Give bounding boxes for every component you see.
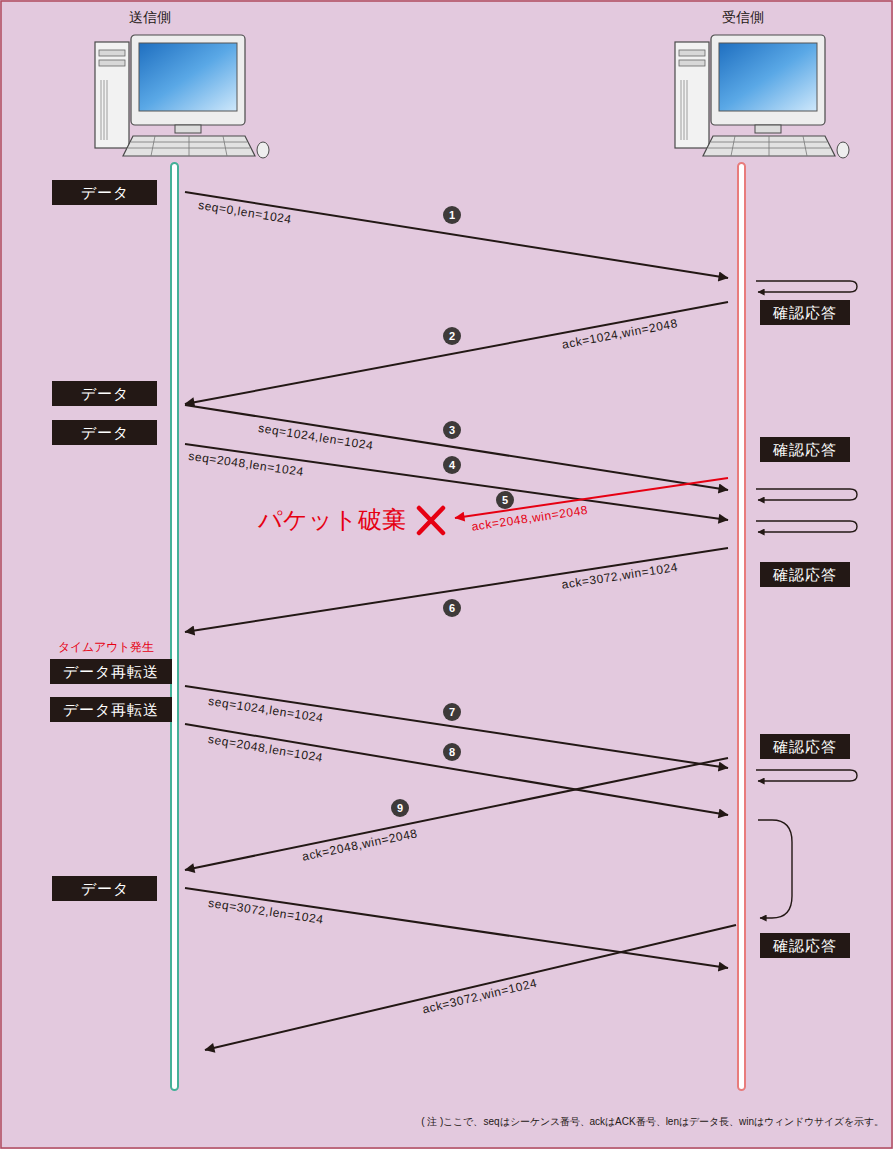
callout-number: 6 — [443, 599, 461, 617]
segment-arrow — [185, 192, 728, 278]
step-text: 確認応答 — [773, 441, 837, 458]
step-box: 確認応答 — [760, 300, 850, 325]
callout-number: 4 — [443, 456, 461, 474]
callout-number: 7 — [443, 703, 461, 721]
step-box: データ再転送 — [50, 697, 172, 722]
actor-label: 受信側 — [722, 9, 764, 27]
step-box: データ再転送 — [50, 659, 172, 684]
callout-number: 2 — [443, 327, 461, 345]
drop-label: パケット破棄 — [258, 505, 406, 535]
ack-arrow — [185, 548, 728, 632]
step-text: 確認応答 — [773, 304, 837, 321]
step-box: 確認応答 — [760, 933, 850, 958]
actor-label: 送信側 — [129, 9, 171, 27]
ack-arrow — [185, 758, 728, 870]
callout-number: 5 — [496, 491, 514, 509]
step-text: 確認応答 — [773, 566, 837, 583]
receiver-computer — [675, 35, 849, 158]
step-text: データ — [81, 385, 129, 402]
process-loop — [756, 489, 857, 500]
segment-arrow — [185, 724, 728, 815]
callout-number: 1 — [443, 206, 461, 224]
step-text: データ — [81, 880, 129, 897]
step-text: データ再転送 — [63, 701, 159, 718]
process-loop — [756, 770, 857, 781]
footnote: ( 注 )ここで、seqはシーケンス番号、ackはACK番号、lenはデータ長、… — [421, 1116, 884, 1129]
callout-number: 9 — [391, 799, 409, 817]
ack-arrow — [185, 302, 728, 404]
step-text: 確認応答 — [773, 738, 837, 755]
step-box: データ — [52, 420, 157, 445]
step-box: データ — [52, 876, 157, 901]
step-box: データ — [52, 180, 157, 205]
step-box: データ — [52, 381, 157, 406]
step-text: データ — [81, 424, 129, 441]
sender-lifeline — [171, 163, 178, 1090]
receiver-lifeline — [738, 163, 745, 1090]
sender-computer — [95, 35, 269, 158]
step-box: 確認応答 — [760, 562, 850, 587]
step-box: 確認応答 — [760, 437, 850, 462]
lost-ack-arrow — [455, 478, 728, 518]
step-text: 確認応答 — [773, 937, 837, 954]
segment-arrow — [185, 686, 728, 768]
wait-bracket — [758, 820, 792, 918]
callout-number: 8 — [443, 743, 461, 761]
step-text: データ — [81, 184, 129, 201]
segment-arrow — [185, 405, 728, 490]
process-loop — [756, 281, 857, 292]
timeout-label: タイムアウト発生 — [58, 640, 154, 655]
step-box: 確認応答 — [760, 734, 850, 759]
step-text: データ再転送 — [63, 663, 159, 680]
segment-arrow — [185, 888, 728, 968]
ack-arrow — [205, 925, 736, 1050]
callout-number: 3 — [443, 421, 461, 439]
process-loop — [756, 521, 857, 532]
drop-mark — [419, 508, 443, 533]
